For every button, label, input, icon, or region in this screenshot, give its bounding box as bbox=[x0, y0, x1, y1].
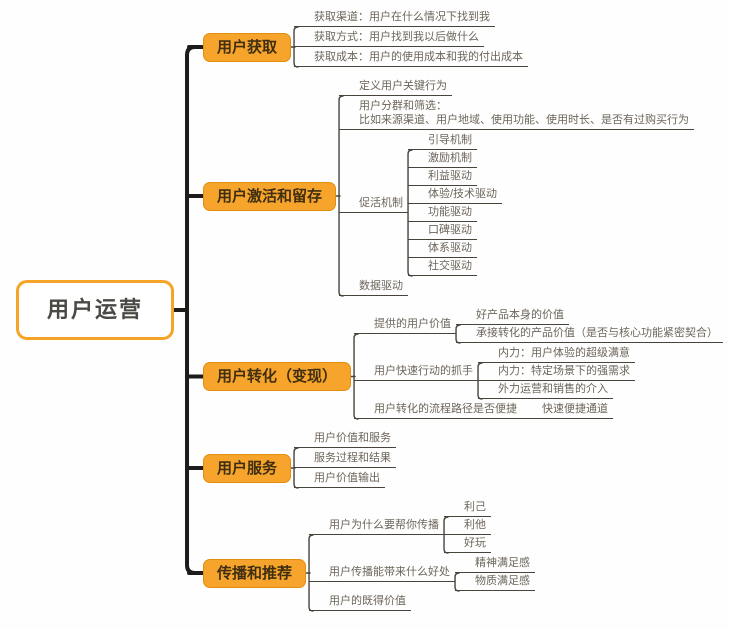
leaf-node[interactable]: 激励机制 bbox=[408, 151, 477, 168]
leaf-node[interactable]: 利他 bbox=[444, 518, 491, 535]
leaf-node[interactable]: 用户价值和服务 bbox=[294, 431, 396, 448]
leaf-node[interactable]: 获取渠道：用户在什么情况下找到我 bbox=[294, 10, 495, 27]
branch-node[interactable]: 用户转化（变现） bbox=[203, 362, 352, 391]
leaf-node[interactable]: 促活机制 bbox=[339, 196, 408, 213]
leaf-node[interactable]: 获取方式：用户找到我以后做什么 bbox=[294, 30, 484, 47]
branch-node[interactable]: 用户激活和留存 bbox=[203, 182, 337, 211]
branch-node[interactable]: 传播和推荐 bbox=[203, 559, 307, 588]
leaf-node[interactable]: 快速便捷通道 bbox=[522, 402, 613, 419]
leaf-node[interactable]: 数据驱动 bbox=[339, 279, 408, 296]
leaf-node[interactable]: 外力运营和销售的介入 bbox=[478, 382, 613, 399]
branch-node[interactable]: 用户服务 bbox=[203, 454, 292, 483]
branch-node[interactable]: 用户获取 bbox=[203, 33, 292, 62]
root-node[interactable]: 用户运营 bbox=[16, 280, 175, 340]
leaf-node[interactable]: 内力：特定场景下的强需求 bbox=[478, 364, 635, 381]
leaf-node[interactable]: 定义用户关键行为 bbox=[339, 79, 452, 96]
leaf-node[interactable]: 用户分群和筛选： 比如来源渠道、用户地域、使用功能、使用时长、是否有过购买行为 bbox=[339, 99, 694, 130]
leaf-node[interactable]: 用户价值输出 bbox=[294, 471, 385, 488]
leaf-node[interactable]: 体验/技术驱动 bbox=[408, 187, 503, 204]
leaf-node[interactable]: 用户快速行动的抓手 bbox=[354, 364, 478, 381]
spine-path bbox=[185, 45, 198, 575]
leaf-node[interactable]: 好产品本身的价值 bbox=[456, 308, 569, 325]
leaf-node[interactable]: 获取成本：用户的使用成本和我的付出成本 bbox=[294, 50, 528, 67]
leaf-node[interactable]: 承接转化的产品价值（是否与核心功能紧密契合） bbox=[456, 326, 723, 343]
leaf-node[interactable]: 内力：用户体验的超级满意 bbox=[478, 346, 635, 363]
leaf-node[interactable]: 口碑驱动 bbox=[408, 223, 477, 240]
leaf-node[interactable]: 物质满足感 bbox=[455, 574, 535, 591]
leaf-node[interactable]: 用户转化的流程路径是否便捷 bbox=[354, 402, 522, 419]
leaf-node[interactable]: 社交驱动 bbox=[408, 259, 477, 276]
leaf-node[interactable]: 服务过程和结果 bbox=[294, 451, 396, 468]
leaf-node[interactable]: 利益驱动 bbox=[408, 169, 477, 186]
leaf-node[interactable]: 功能驱动 bbox=[408, 205, 477, 222]
leaf-node[interactable]: 用户为什么要帮你传播 bbox=[309, 518, 444, 535]
leaf-node[interactable]: 利己 bbox=[444, 500, 491, 517]
leaf-node[interactable]: 引导机制 bbox=[408, 133, 477, 150]
leaf-node[interactable]: 精神满足感 bbox=[455, 556, 535, 573]
leaf-node[interactable]: 用户的既得价值 bbox=[309, 594, 411, 611]
leaf-node[interactable]: 好玩 bbox=[444, 536, 491, 553]
leaf-node[interactable]: 体系驱动 bbox=[408, 241, 477, 258]
leaf-node[interactable]: 用户传播能带来什么好处 bbox=[309, 565, 455, 582]
leaf-node[interactable]: 提供的用户价值 bbox=[354, 317, 456, 334]
